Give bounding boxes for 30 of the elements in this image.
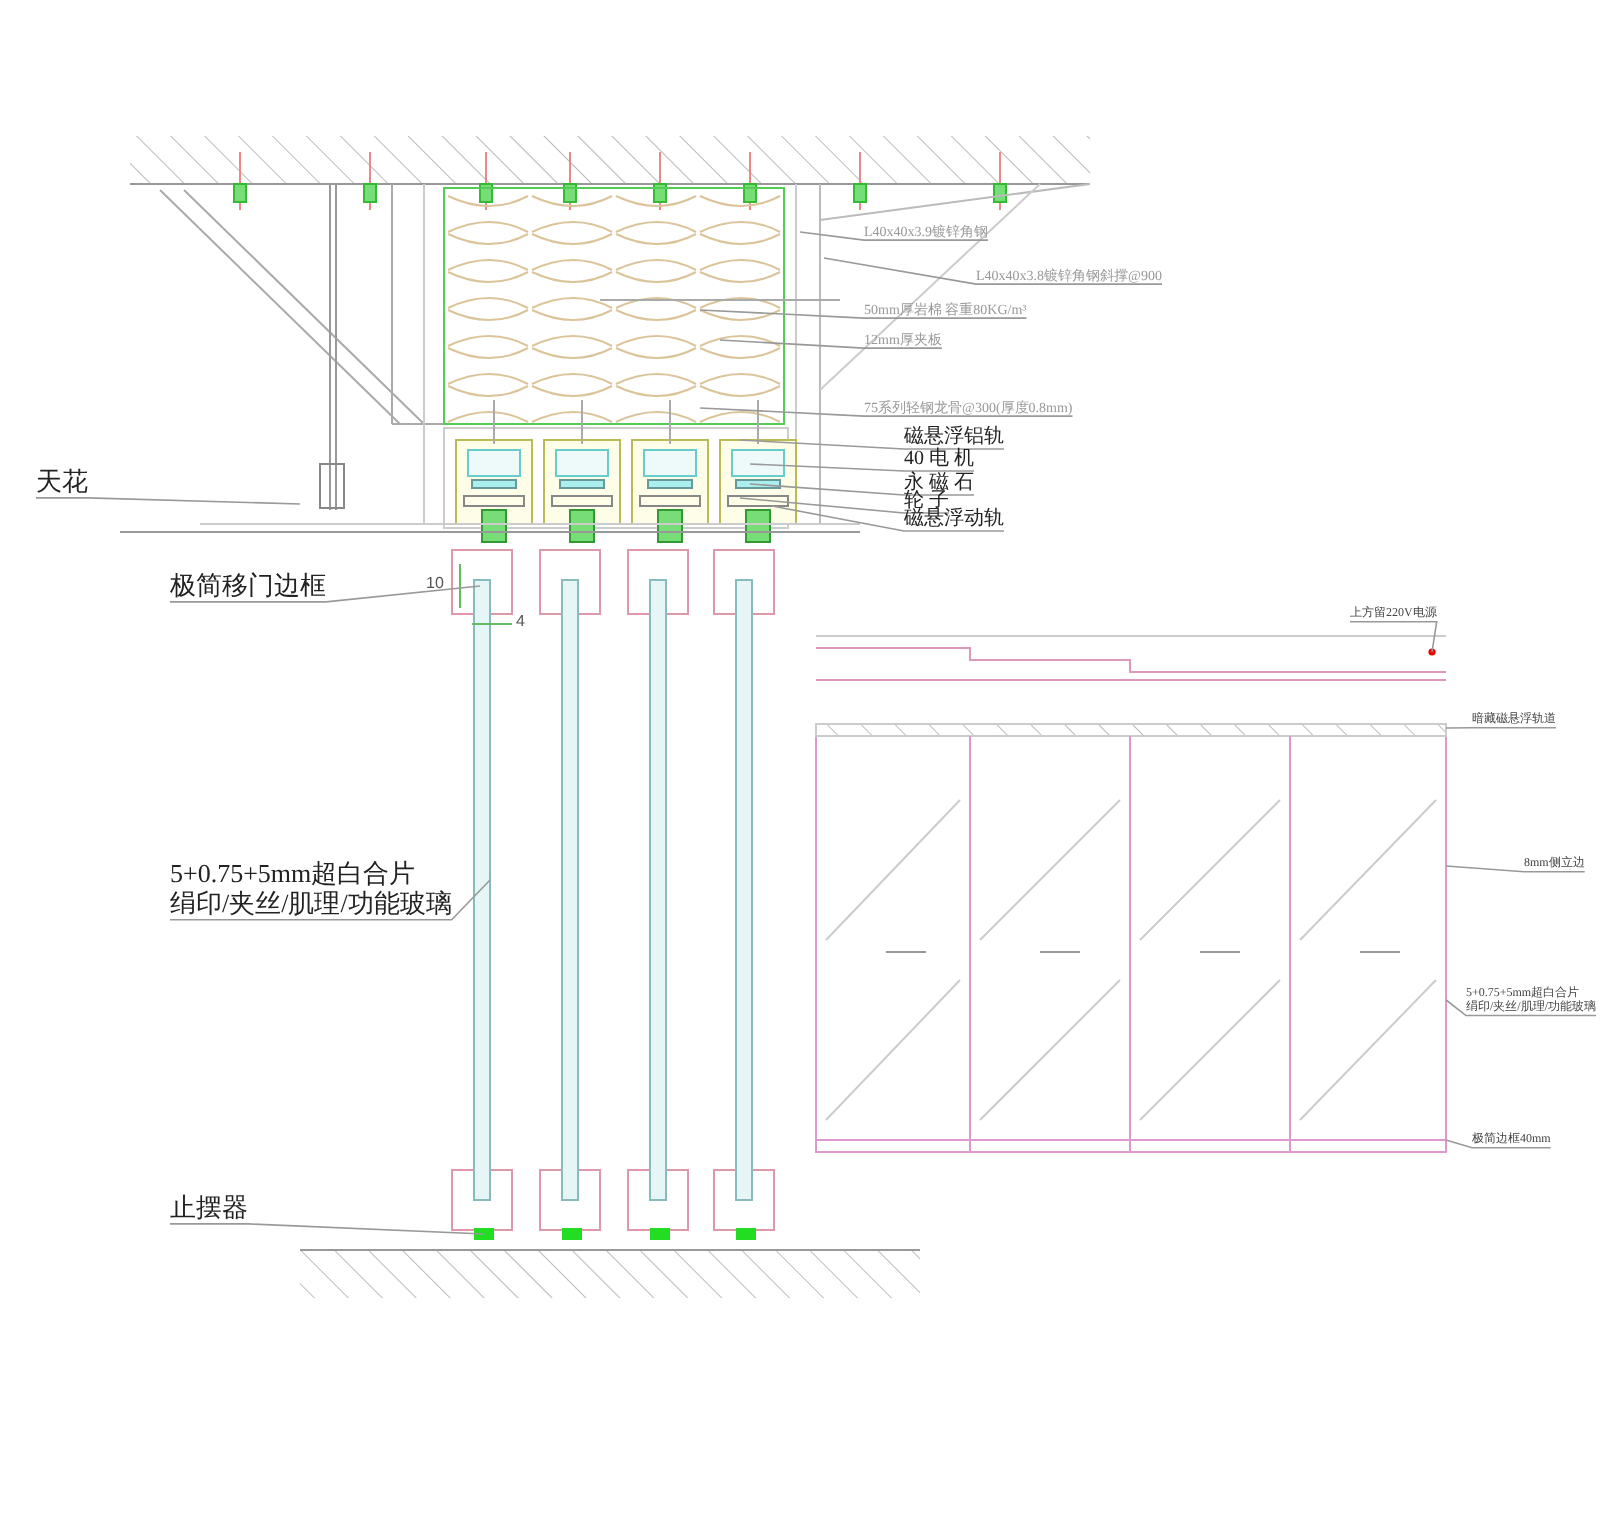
callout-text: 天花 <box>36 468 88 498</box>
door-elevation-drawing <box>815 635 1447 1153</box>
leader-line <box>799 231 989 241</box>
callout-text: 5+0.75+5mm超白合片 <box>170 860 418 890</box>
leader-line <box>35 497 301 505</box>
leader-line <box>1445 727 1557 729</box>
leader-line <box>1445 865 1586 873</box>
callout-text: 止摆器 <box>170 1194 248 1224</box>
leader-line <box>719 339 943 349</box>
leader-line <box>1445 999 1597 1017</box>
leader-line <box>823 257 1163 285</box>
leader-line <box>1349 621 1438 653</box>
callout-text: 绢印/夹丝/肌理/功能玻璃 <box>170 889 452 920</box>
leader-line <box>169 585 481 603</box>
callout-text: 磁悬浮铝轨 <box>904 426 1004 449</box>
leader-line <box>739 497 950 514</box>
dimension-text: 4 <box>516 612 525 630</box>
callout-text: 磁悬浮动轨 <box>904 508 1004 531</box>
leader-line <box>771 505 1005 532</box>
leader-line <box>169 879 491 921</box>
leader-line <box>749 483 975 496</box>
callout-text: 40 电 机 <box>904 448 974 471</box>
callout-text: 极简移门边框 <box>170 572 326 602</box>
leader-line <box>169 1223 485 1235</box>
leader-line <box>699 309 1028 319</box>
leader-line <box>739 439 1005 450</box>
leader-line <box>699 407 1074 417</box>
leader-line <box>749 463 975 472</box>
dimension-text: 10 <box>426 574 444 592</box>
leader-line <box>1445 1139 1552 1149</box>
